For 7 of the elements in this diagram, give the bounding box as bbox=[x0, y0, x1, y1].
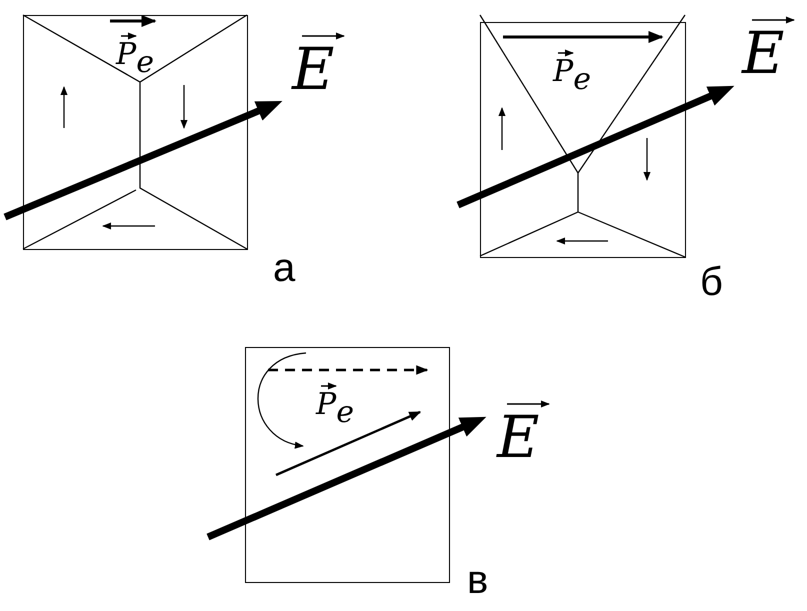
field-symbol: E bbox=[742, 24, 784, 82]
panel-letter: в bbox=[467, 560, 488, 600]
crystal-domain-box bbox=[245, 347, 450, 583]
field-symbol: E bbox=[497, 408, 540, 466]
panel-letter: б bbox=[700, 262, 723, 302]
field-symbol: E bbox=[292, 40, 334, 98]
panel-letter: а bbox=[273, 248, 296, 288]
